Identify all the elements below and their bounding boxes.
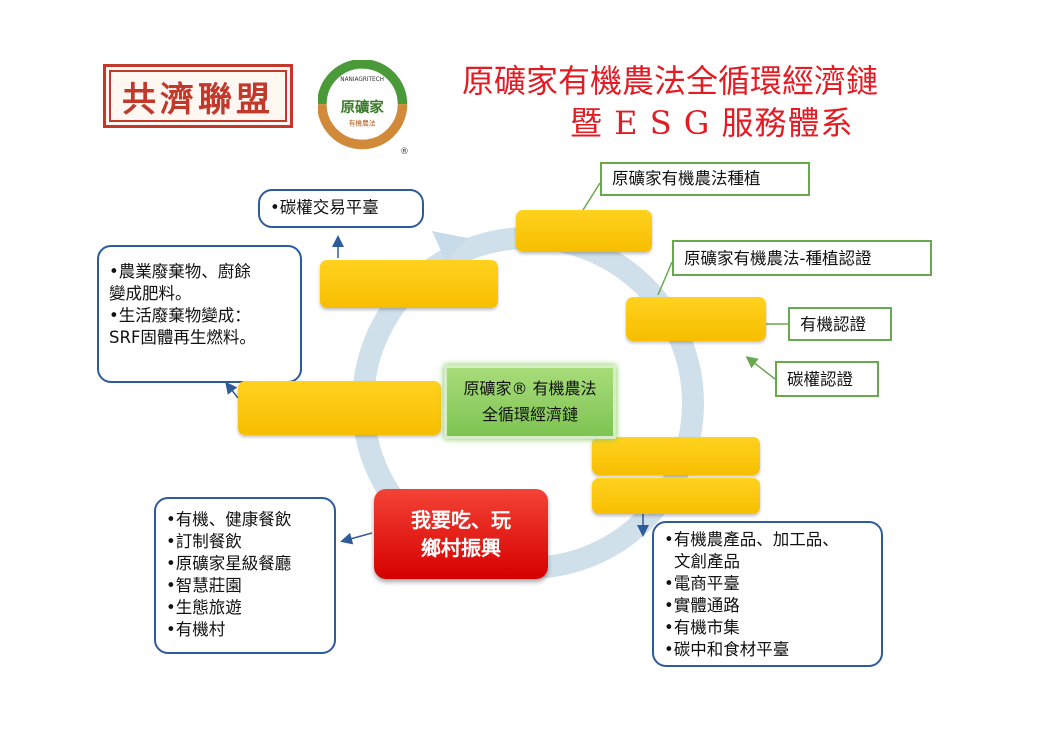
brand-logo: NANIAGRITECH 原礦家 有機農法 ® <box>318 60 409 156</box>
label-organic-cert: 有機認證 <box>788 307 892 341</box>
list-item: •碳中和食材平臺 <box>664 640 790 659</box>
center-line-1: 原礦家® 有機農法 <box>463 379 597 398</box>
carbon-trade-box: •碳權交易平臺 <box>258 189 424 228</box>
list-item: •實體通路 <box>664 596 740 615</box>
slogan-line-1: 我要吃、玩 <box>411 508 511 532</box>
dining-box: •有機、健康餐飲 •訂制餐飲 •原礦家星級餐廳 •智慧莊園 •生態旅遊 •有機村 <box>154 497 336 654</box>
svg-text:有機農法: 有機農法 <box>349 118 376 127</box>
slogan-node: 我要吃、玩 鄉村振興 <box>374 489 548 579</box>
alliance-logo-text: 共濟聯盟 <box>122 79 274 120</box>
page-title: 原礦家有機農法全循環經濟鏈 暨 E S G 服務體系 <box>440 60 940 144</box>
products-box: •有機農產品、加工品、 文創產品 •電商平臺 •實體通路 •有機市集 •碳中和食… <box>652 521 883 667</box>
waste-box: •農業廢棄物、廚餘 變成肥料。 •生活廢棄物變成： SRF固體再生燃料。 <box>97 245 302 383</box>
list-item: •訂制餐飲 <box>166 532 242 551</box>
list-item: •有機村 <box>166 620 226 639</box>
list-item: •智慧莊園 <box>166 576 242 595</box>
svg-text:原礦家: 原礦家 <box>341 98 385 116</box>
connector-planting <box>582 182 601 211</box>
svg-text:®: ® <box>400 147 409 156</box>
label-planting: 原礦家有機農法種植 <box>600 162 810 196</box>
list-item: 文創產品 <box>674 552 740 571</box>
slogan-line-2: 鄉村振興 <box>421 536 501 560</box>
yellow-bar-recycling <box>238 381 441 435</box>
list-item: •有機市集 <box>664 618 740 637</box>
list-item: •農業廢棄物、廚餘 <box>109 262 251 281</box>
arrow-dining <box>340 532 373 545</box>
label-cert-planting: 原礦家有機農法-種植認證 <box>672 240 932 276</box>
title-line-1: 原礦家有機農法全循環經濟鏈 <box>462 62 879 100</box>
arrow-waste <box>225 381 239 399</box>
list-item: •生活廢棄物變成： <box>109 306 251 325</box>
yellow-bar-planting <box>516 210 652 252</box>
connector-cert <box>657 261 673 296</box>
list-item: •生態旅遊 <box>166 598 242 617</box>
yellow-bar-products-1 <box>592 437 760 475</box>
center-line-2: 全循環經濟鏈 <box>481 405 578 424</box>
list-item: •有機、健康餐飲 <box>166 510 292 529</box>
yellow-bar-products-2 <box>592 478 760 514</box>
label-carbon-cert: 碳權認證 <box>775 361 879 397</box>
center-node: 原礦家® 有機農法 全循環經濟鏈 <box>444 365 616 439</box>
list-item: •電商平臺 <box>664 574 740 593</box>
connector-carbon <box>745 356 776 380</box>
list-item: •有機農產品、加工品、 <box>664 530 839 549</box>
yellow-bar-carbon-trade <box>320 260 498 308</box>
svg-text:NANIAGRITECH: NANIAGRITECH <box>340 77 384 83</box>
title-line-2: 暨 E S G 服務體系 <box>570 104 854 142</box>
yellow-bar-certification <box>626 297 766 341</box>
list-item: 變成肥料。 <box>109 284 192 303</box>
list-item: •原礦家星級餐廳 <box>166 554 292 573</box>
list-item: SRF固體再生燃料。 <box>109 328 256 347</box>
alliance-logo: 共濟聯盟 <box>103 64 293 128</box>
